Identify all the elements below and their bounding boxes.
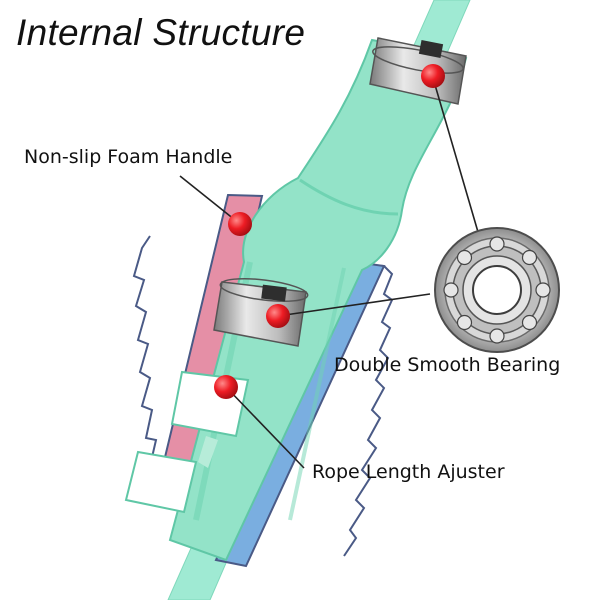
bearing-balls bbox=[443, 236, 551, 344]
top-bearing bbox=[369, 37, 467, 105]
leader-foam-handle bbox=[179, 175, 241, 225]
leader-lines bbox=[179, 77, 479, 469]
leader-top-bearing bbox=[432, 77, 479, 233]
diagram-title: Internal Structure bbox=[16, 12, 306, 53]
label-foam-handle: Non-slip Foam Handle bbox=[24, 146, 233, 168]
marker-top-bearing bbox=[421, 64, 445, 88]
label-rope-length-adjuster: Rope Length Ajuster bbox=[312, 461, 505, 483]
label-double-smooth-bearing: Double Smooth Bearing bbox=[334, 354, 561, 376]
marker-adjuster bbox=[214, 375, 238, 399]
markers bbox=[214, 64, 445, 399]
leader-adjuster bbox=[225, 386, 305, 469]
leader-middle-bearing bbox=[277, 293, 431, 317]
middle-bearing bbox=[213, 277, 309, 347]
marker-middle-bearing bbox=[266, 304, 290, 328]
marker-foam-handle bbox=[228, 212, 252, 236]
ball-bearing-illustration bbox=[434, 227, 560, 353]
